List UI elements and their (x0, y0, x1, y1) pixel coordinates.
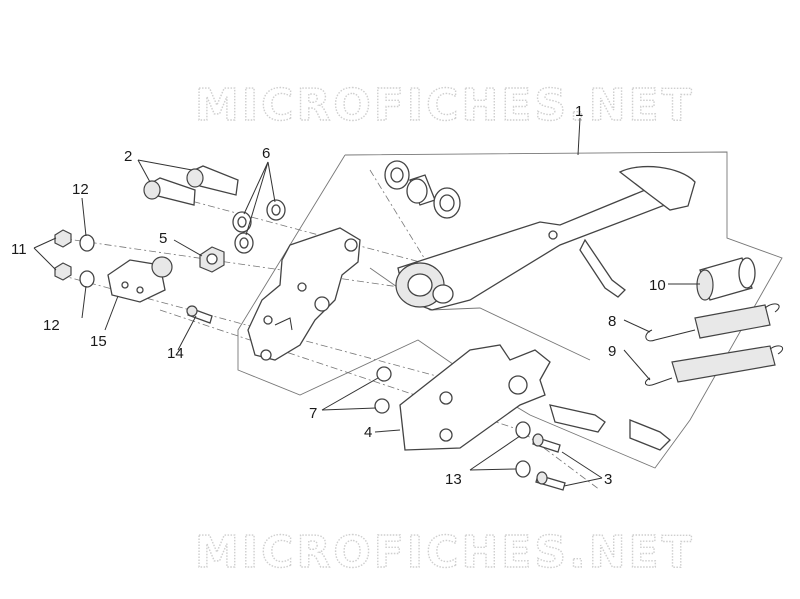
axis-line-3 (149, 189, 451, 271)
bolt-pair-2 (143, 165, 239, 206)
callout-1: 1 (575, 103, 583, 120)
nuts-11 (54, 229, 72, 281)
spring-8 (645, 303, 780, 342)
cover-plate-4 (399, 344, 551, 451)
callout-6: 6 (262, 145, 270, 162)
callout-12-bottom: 12 (43, 317, 60, 334)
pivot-bolts (549, 238, 671, 451)
spring-9 (644, 345, 783, 386)
switch-15 (107, 256, 173, 303)
washers-6 (232, 199, 286, 254)
callout-14: 14 (167, 345, 184, 362)
axis-line-5 (369, 169, 451, 301)
watermark-bottom: MICROFICHES.NET (195, 527, 695, 578)
callout-3: 3 (604, 471, 612, 488)
sleeve-10 (696, 257, 756, 301)
callout-7: 7 (309, 405, 317, 422)
screws-3 (532, 433, 566, 491)
assembly-frame (237, 151, 783, 469)
callout-13: 13 (445, 471, 462, 488)
callout-12-top: 12 (72, 181, 89, 198)
callout-11: 11 (11, 241, 27, 258)
callout-10: 10 (649, 277, 666, 294)
pin-14 (186, 305, 213, 324)
mounting-bracket (247, 227, 361, 361)
callout-9: 9 (608, 343, 616, 360)
watermark-top: MICROFICHES.NET (195, 80, 695, 131)
callout-15: 15 (90, 333, 107, 350)
callout-2: 2 (124, 148, 132, 165)
side-stand (395, 165, 696, 311)
washers-13 (515, 421, 531, 478)
callout-8: 8 (608, 313, 616, 330)
callout-4: 4 (364, 424, 372, 441)
spacers-7 (374, 366, 392, 414)
callout-5: 5 (159, 230, 167, 247)
axis-line-1 (59, 237, 421, 291)
nut-5 (199, 246, 225, 273)
washers-12 (79, 234, 95, 288)
leader-lines (33, 117, 700, 487)
bushing-set (384, 160, 461, 219)
